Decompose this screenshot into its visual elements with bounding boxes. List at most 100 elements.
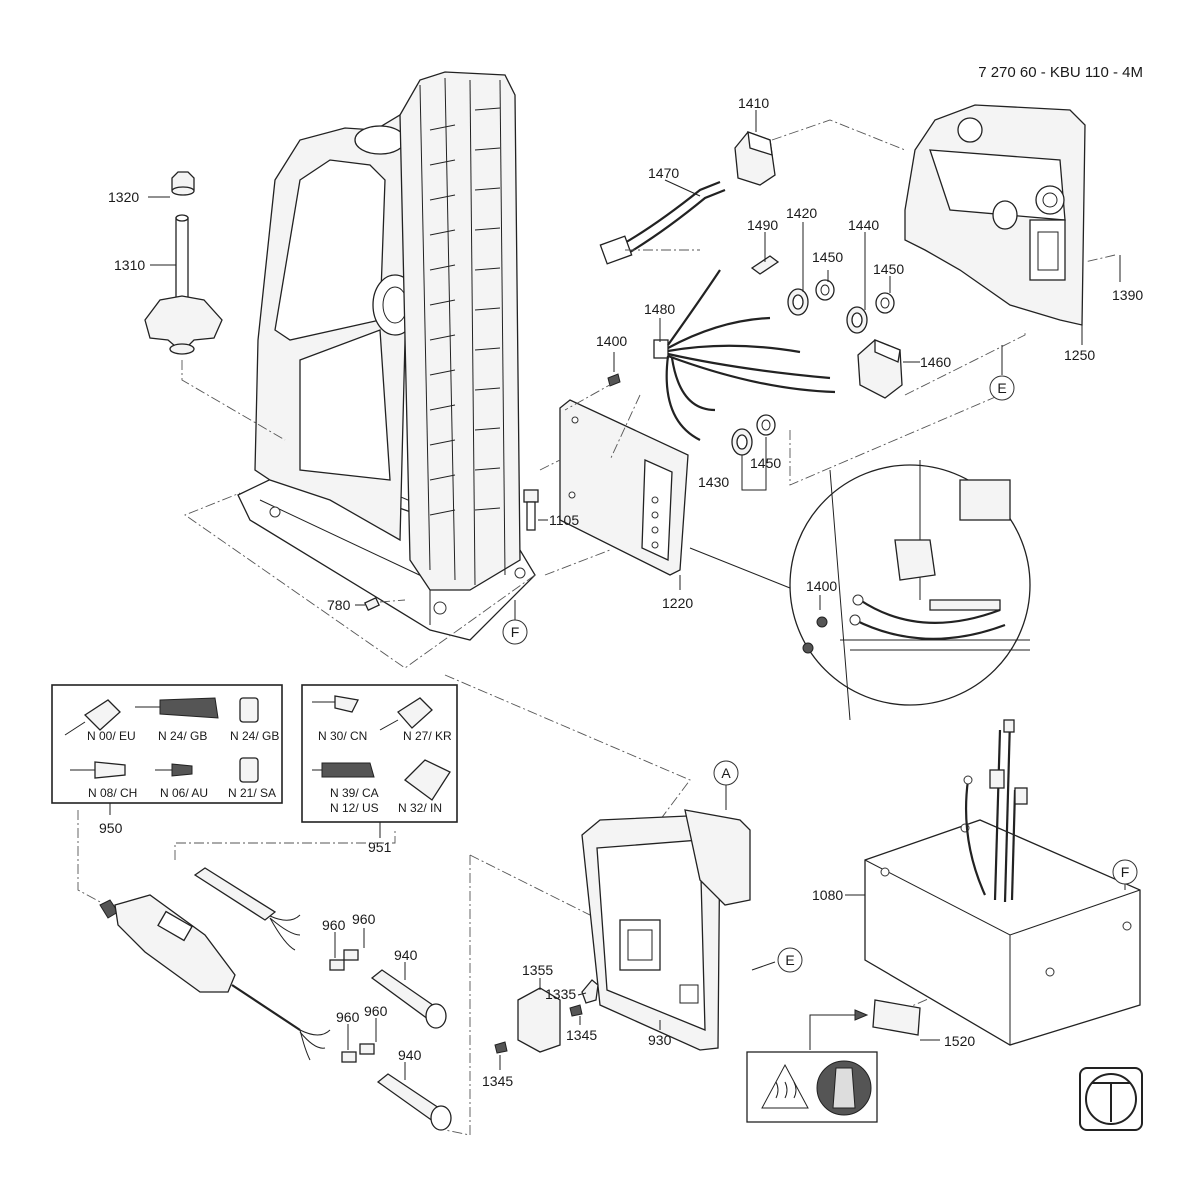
callout-780: 780 [327,597,351,613]
callout-1440: 1440 [848,217,879,233]
hot-surface-warning-panel [746,1051,878,1123]
indicator-1440 [846,306,868,334]
sleeve-940-upper [370,969,447,1029]
callout-1345-b: 1345 [482,1073,513,1089]
svg-text:F: F [1121,864,1130,880]
switch-1460 [857,339,903,399]
callout-1080: 1080 [812,887,843,903]
svg-text:A: A [721,765,731,781]
callout-1250: 1250 [1064,347,1095,363]
callout-940-a: 940 [394,947,418,963]
fein-logo [1079,1067,1143,1131]
svg-text:F: F [511,624,520,640]
callout-1450-c: 1450 [750,455,781,471]
drill-stand-column [237,71,536,641]
callout-960-b: 960 [352,911,376,927]
lamp-holder-1490 [750,255,780,275]
sleeve-940-lower [376,1073,452,1131]
callout-960-c: 960 [336,1009,360,1025]
bolt-1105 [523,489,539,531]
kr-plug-icon [379,697,433,731]
ref-marker-A: A [713,760,739,786]
svg-text:E: E [997,380,1006,396]
cable-951 [193,867,301,951]
callout-1310: 1310 [114,257,145,273]
callout-1345-a: 1345 [566,1027,597,1043]
knob-cap [171,171,195,196]
svg-text:E: E [785,952,794,968]
control-board-1220 [559,399,689,576]
cable-1470 [599,180,726,265]
callout-960-d: 960 [364,1003,388,1019]
callout-1450-b: 1450 [873,261,904,277]
screws-1345 [494,1004,583,1054]
callout-1335: 1335 [545,986,576,1002]
callout-1355: 1355 [522,962,553,978]
plug-950-n00-eu: N 00/ EU [87,729,136,743]
detail-magnifier [689,460,1031,721]
callout-1320: 1320 [108,189,139,205]
callout-950: 950 [99,820,123,836]
hot-surface-icon [761,1063,809,1109]
eu-plug-icon [64,699,121,736]
plug-951-n30-cn: N 30/ CN [318,729,367,743]
au-plug-icon [155,763,193,777]
gb-cable-plug-icon [135,697,219,719]
star-knob [144,214,223,355]
connectors-960 [329,949,375,1063]
plug-950-n24-gb: N 24/ GB [158,729,207,743]
protective-glove-icon [816,1060,872,1116]
us-plug-icon [312,762,375,778]
rocker-switch-1410 [734,131,776,186]
callout-1490: 1490 [747,217,778,233]
callout-951: 951 [368,839,392,855]
plug-951-n27-kr: N 27/ KR [403,729,452,743]
in-plug-icon [404,759,451,801]
callout-1420: 1420 [786,205,817,221]
callout-1400-b: 1400 [806,578,837,594]
plug-950-n21-sa: N 21/ SA [228,786,276,800]
screw-1400 [607,373,621,387]
cover-930 [581,809,751,1051]
plug-951-n32-in: N 32/ IN [398,801,442,815]
callout-960-a: 960 [322,917,346,933]
callout-1105: 1105 [549,512,579,528]
callout-1390: 1390 [1112,287,1143,303]
callout-940-b: 940 [398,1047,422,1063]
callout-1450-a: 1450 [812,249,843,265]
callout-1520: 1520 [944,1033,975,1049]
callout-1220: 1220 [662,595,693,611]
plug-icons-951 [312,695,451,801]
prcd-cable-950 [99,894,331,1061]
plug-951-n39-ca: N 39/ CA [330,786,379,800]
ref-marker-F-motor: F [1112,859,1138,885]
wire-harness-1480 [653,269,836,441]
callout-1470: 1470 [648,165,679,181]
plug-950-n24-gb-adapter: N 24/ GB [230,729,279,743]
callout-1410: 1410 [738,95,769,111]
ch-plug-icon [70,761,126,779]
cn-plug-icon [312,695,359,713]
warning-label-1520 [809,999,921,1050]
plug-icons-950 [64,697,259,783]
gb-adapter-icon [239,697,259,723]
plug-options-950-box [51,684,283,804]
washers-1450 [756,279,895,436]
part-number-title: 7 270 60 - KBU 110 - 4M [978,64,1143,81]
ref-marker-E-upper: E [989,375,1015,401]
ref-marker-F-stand: F [502,619,528,645]
callout-1400-a: 1400 [596,333,627,349]
leader-lines [109,110,1126,1080]
ref-marker-E-lower: E [777,947,803,973]
callout-1480: 1480 [644,301,675,317]
callout-1430: 1430 [698,474,729,490]
callout-930: 930 [648,1032,672,1048]
plug-950-n08-ch: N 08/ CH [88,786,137,800]
motor-base-1080 [864,719,1141,1046]
callout-1460: 1460 [920,354,951,370]
plug-950-n06-au: N 06/ AU [160,786,208,800]
clip-1335 [581,979,599,1004]
pin-780 [364,596,380,612]
switch-housing [904,104,1086,326]
